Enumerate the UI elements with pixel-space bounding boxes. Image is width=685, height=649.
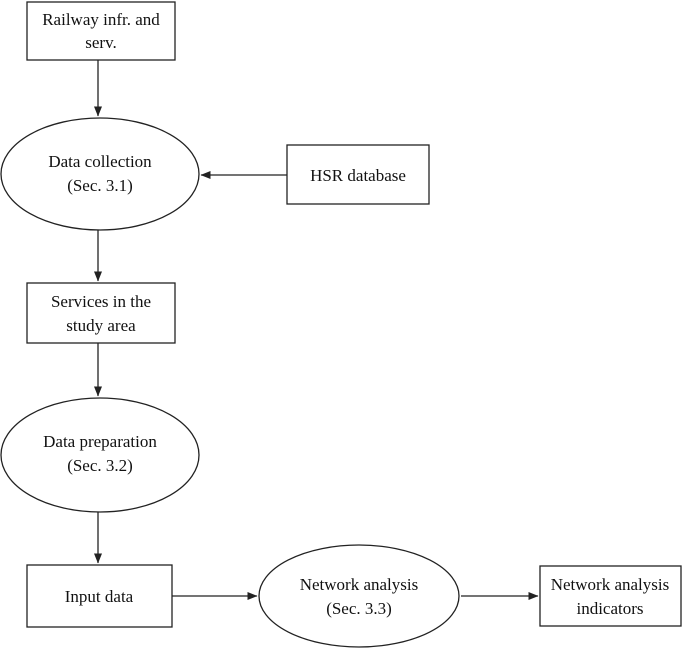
node-data-collection-ellipse [0, 117, 200, 231]
node-network-analysis-indicators-label: Network analysis [551, 575, 670, 594]
node-services-study-area-box [26, 282, 176, 344]
node-services-study-area-label: Services in the [51, 292, 151, 311]
node-network-analysis-ellipse [258, 544, 460, 648]
node-network-analysis-indicators: Network analysis indicators [539, 565, 682, 627]
edges [94, 60, 539, 600]
node-network-analysis-section: (Sec. 3.3) [326, 599, 392, 618]
node-data-collection-label: Data collection [48, 152, 152, 171]
node-input-data-label: Input data [65, 587, 134, 606]
node-network-analysis-label: Network analysis [300, 575, 419, 594]
node-network-analysis-indicators-label: indicators [576, 599, 643, 618]
node-railway-infrastructure-label: Railway infr. and [42, 10, 160, 29]
node-data-preparation-label: Data preparation [43, 432, 157, 451]
node-data-preparation-ellipse [0, 397, 200, 513]
node-input-data-box [26, 564, 173, 628]
node-data-collection-section: (Sec. 3.1) [67, 176, 133, 195]
node-data-collection: Data collection (Sec. 3.1) [0, 117, 200, 231]
node-hsr-database: HSR database [286, 144, 430, 205]
node-network-analysis-indicators-box [539, 565, 682, 627]
node-input-data: Input data [26, 564, 173, 628]
node-railway-infrastructure-box [26, 1, 176, 61]
node-railway-infrastructure-label: serv. [85, 33, 116, 52]
node-services-study-area: Services in the study area [26, 282, 176, 344]
node-railway-infrastructure: Railway infr. and serv. [26, 1, 176, 61]
node-network-analysis: Network analysis (Sec. 3.3) [258, 544, 460, 648]
node-hsr-database-label: HSR database [310, 166, 406, 185]
node-data-preparation-section: (Sec. 3.2) [67, 456, 133, 475]
node-data-preparation: Data preparation (Sec. 3.2) [0, 397, 200, 513]
node-services-study-area-label: study area [66, 316, 136, 335]
node-hsr-database-box [286, 144, 430, 205]
